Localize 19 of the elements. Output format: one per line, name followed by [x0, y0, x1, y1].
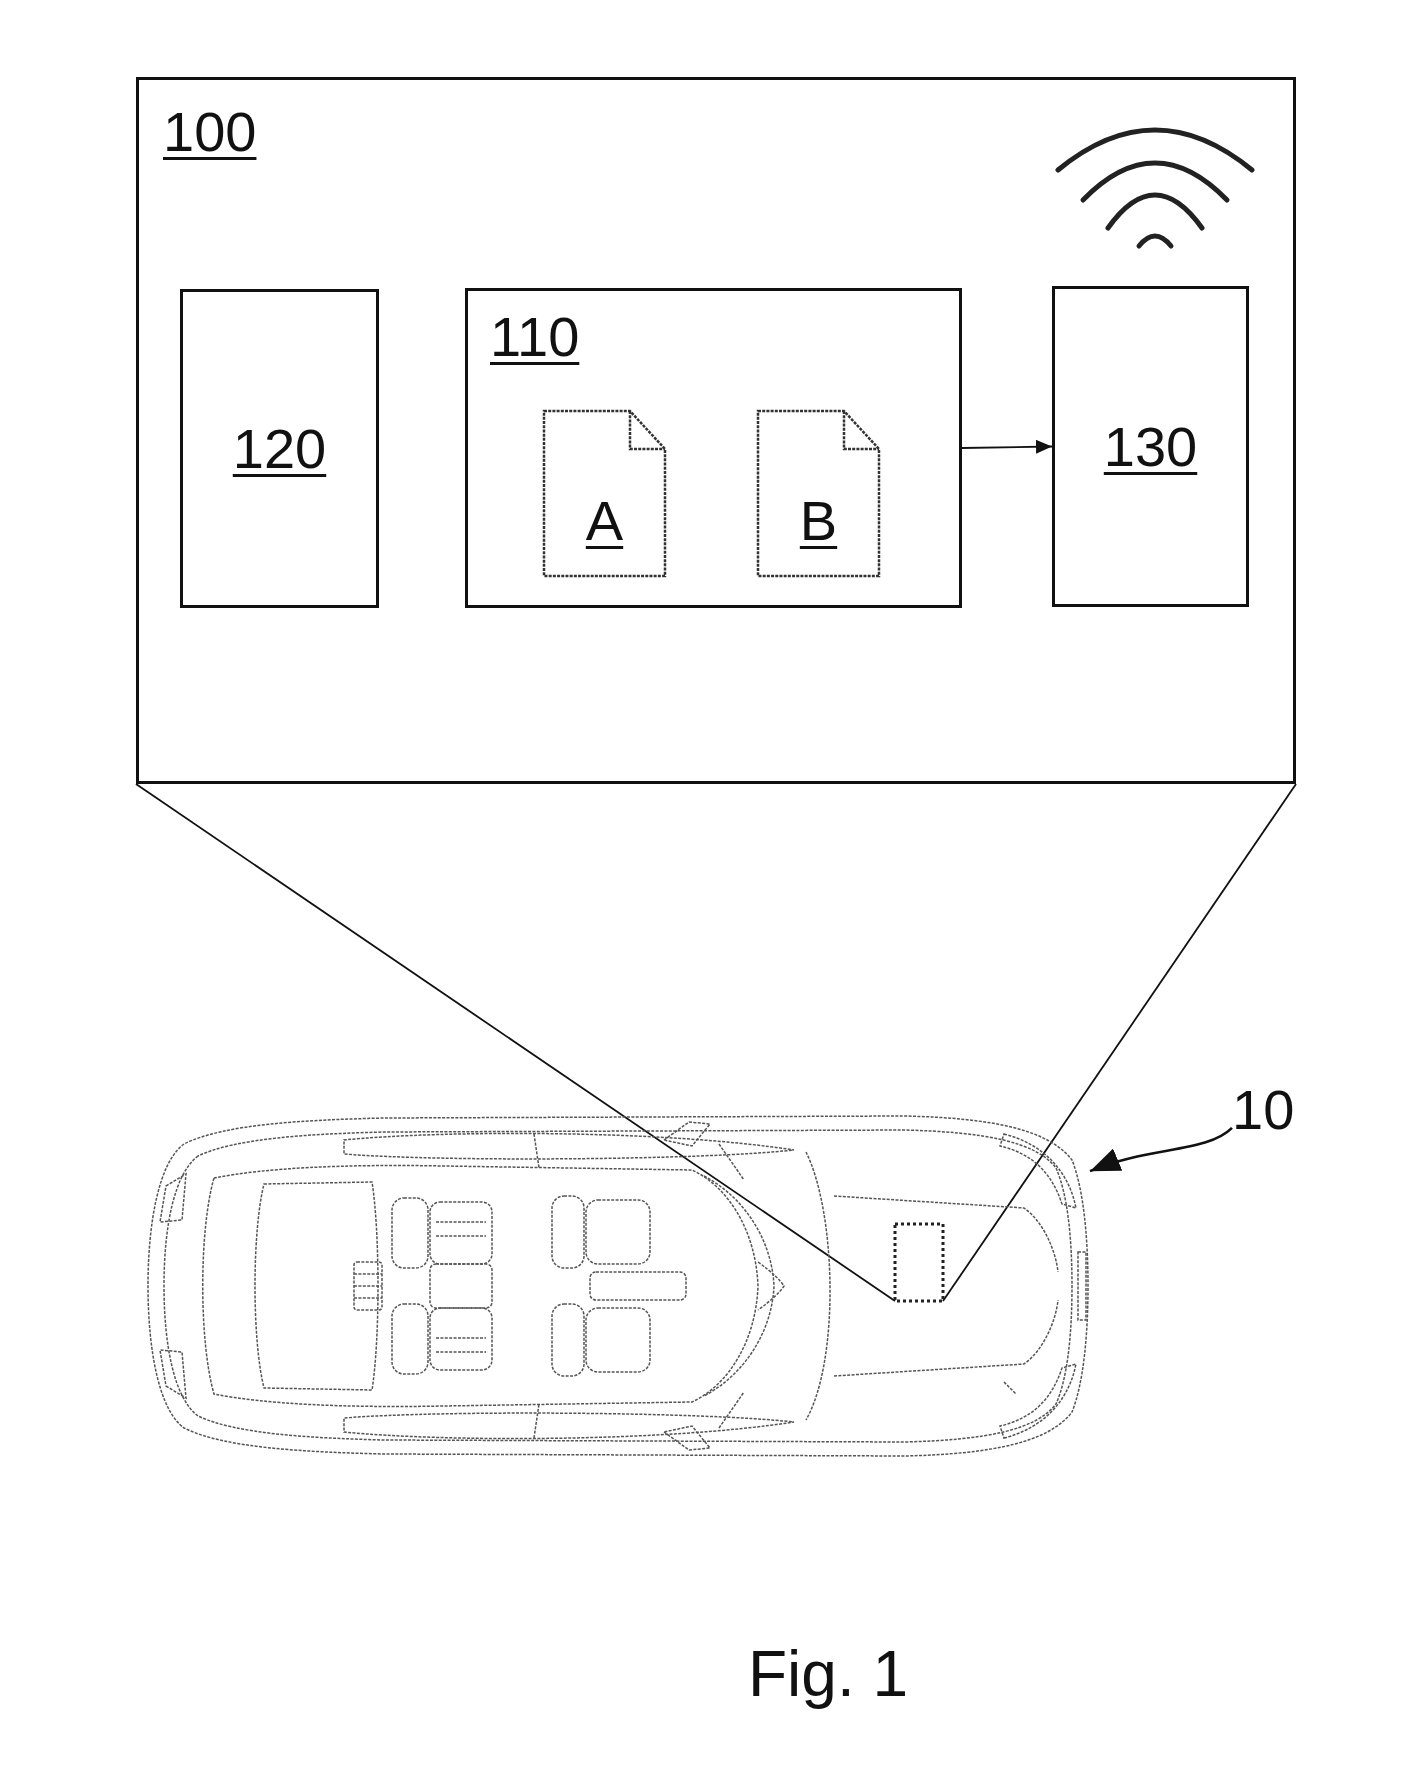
reference-numeral: 100 — [163, 104, 257, 160]
zoom-line — [135, 783, 896, 1302]
reference-numeral: 120 — [232, 420, 327, 477]
dotted-rectangle — [893, 1222, 945, 1303]
leader-arrow — [1089, 1126, 1233, 1173]
component-block — [1052, 286, 1249, 607]
arrow — [961, 439, 1053, 454]
document-letter: A — [584, 493, 625, 549]
document-shape — [542, 409, 667, 578]
reference-numeral: 110 — [490, 309, 580, 365]
reference-numeral: 10 — [1232, 1082, 1295, 1138]
car-illustration — [144, 1112, 1090, 1460]
component-block — [180, 289, 379, 608]
document-shape — [756, 409, 881, 578]
zoom-line — [942, 783, 1297, 1302]
reference-numeral: 130 — [1103, 418, 1198, 475]
component-block — [465, 288, 962, 608]
document-letter: B — [798, 493, 839, 549]
outer-frame — [136, 77, 1296, 784]
